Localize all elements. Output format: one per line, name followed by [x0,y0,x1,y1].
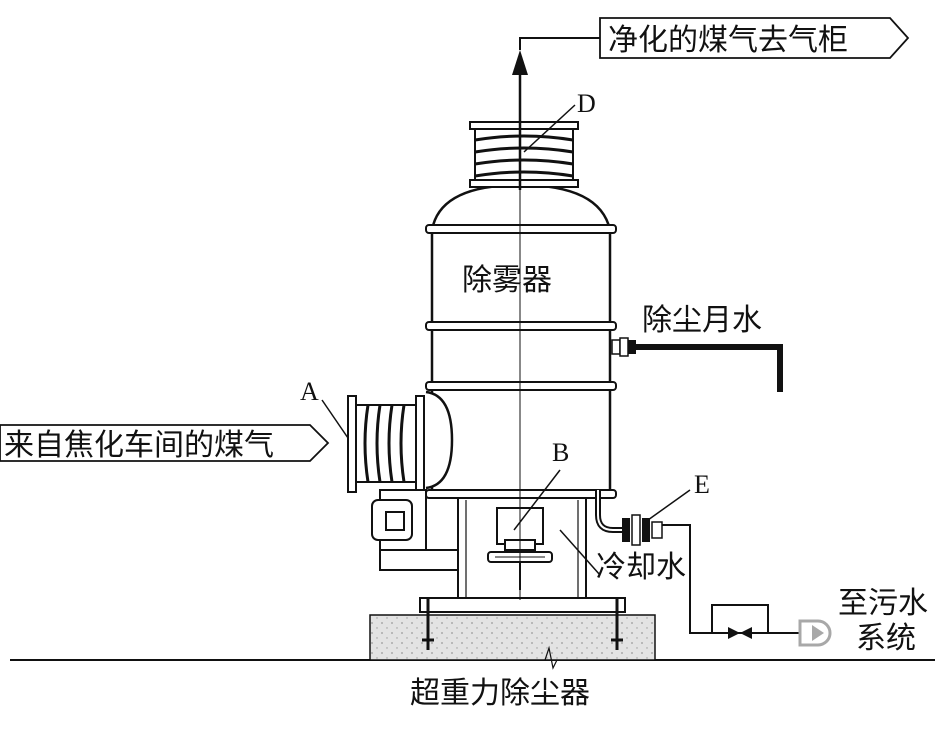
support-frame [419,494,626,650]
sewage-arrow-icon [798,619,832,647]
marker-d: D [523,89,596,153]
inlet-label: 来自焦化车间的煤气 [4,428,274,463]
marker-d-label: D [577,89,596,118]
demister-label: 除雾器 [462,263,552,298]
marker-b-label: B [552,438,569,467]
vessel-body [425,183,617,600]
cooling-water-callout: 冷却水 [559,529,686,585]
concrete-foundation [369,614,656,670]
marker-a: A [300,377,349,439]
inlet-nozzle [347,390,454,493]
outlet-flow-line [512,37,600,190]
outlet-label-box: 净化的煤气去气柜 [599,17,910,59]
figure-caption: 超重力除尘器 [410,676,590,711]
marker-b: B [513,438,569,531]
sewage-label-line1: 至污水 [838,586,928,621]
marker-a-label: A [300,377,319,406]
marker-e: E [647,470,710,521]
dust-water-label: 除尘月水 [642,303,762,338]
cooling-water-label: 冷却水 [596,550,686,585]
inlet-label-box: 来自焦化车间的煤气 [0,424,330,463]
top-bellows [469,121,579,188]
cooling-drain-line [595,490,800,639]
marker-e-label: E [694,470,710,499]
sewage-label-line2: 系统 [856,621,916,656]
outlet-label: 净化的煤气去气柜 [608,23,848,58]
drive-motor [371,489,458,571]
dust-water-pipe: 除尘月水 [611,303,783,392]
